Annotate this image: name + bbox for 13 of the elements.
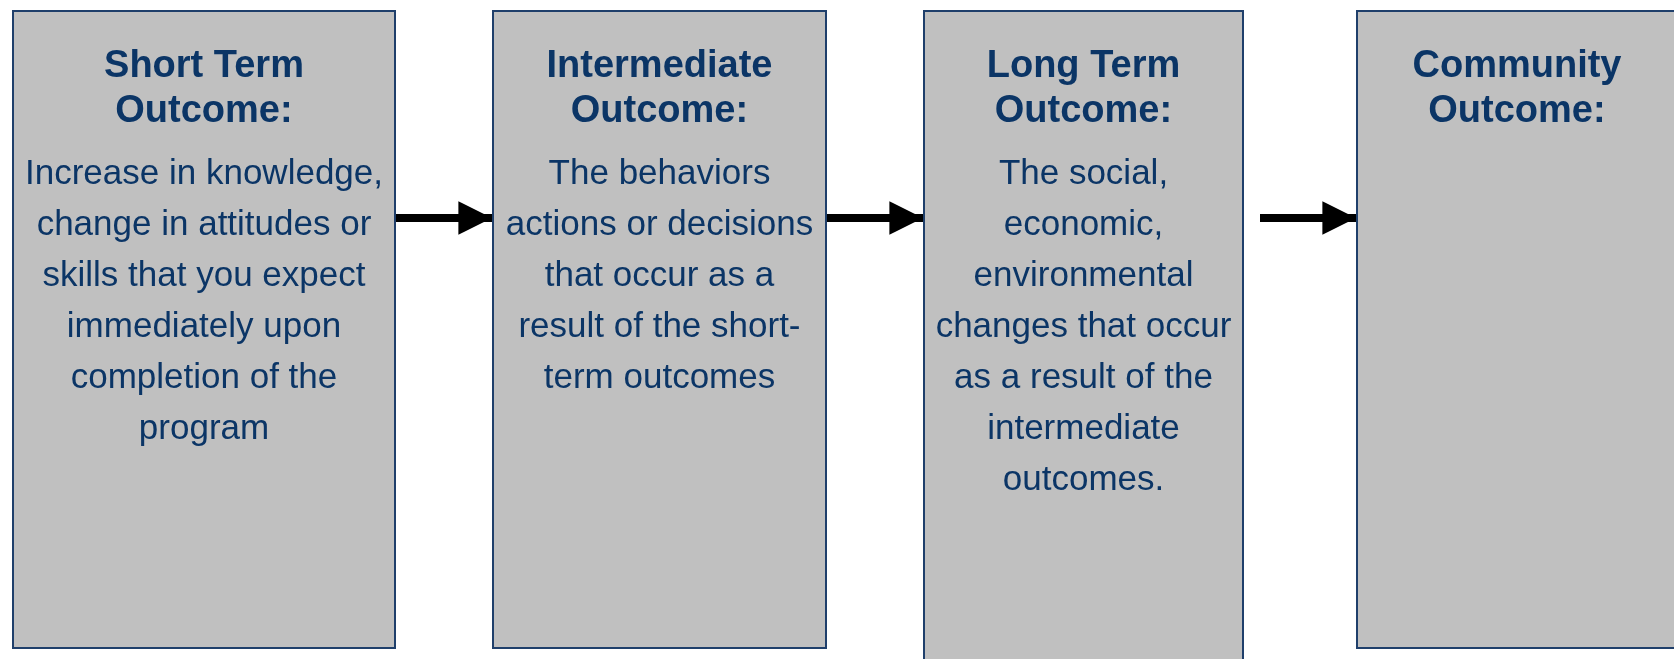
arrow: [396, 201, 492, 235]
box-heading: Intermediate Outcome:: [545, 42, 774, 132]
box-heading: Community Outcome:: [1411, 42, 1623, 132]
box-heading: Long Term Outcome:: [985, 42, 1182, 132]
outcome-box: [1356, 10, 1674, 649]
outcome-box: [923, 10, 1244, 659]
box-description: The social, economic, environmental changes that occur as a result of the intermediate outcomes.: [934, 151, 1233, 499]
box-heading: Short Term Outcome:: [103, 42, 305, 132]
box-description: The behaviors actions or decisions that occur as a result of the short-term outcomes: [504, 151, 815, 397]
outcome-box: [12, 10, 396, 649]
outcome-box: [492, 10, 827, 649]
arrow: [827, 201, 923, 235]
box-description: Increase in knowledge, change in attitudes or skills that you expect immediately upon completion of the program: [24, 151, 384, 448]
